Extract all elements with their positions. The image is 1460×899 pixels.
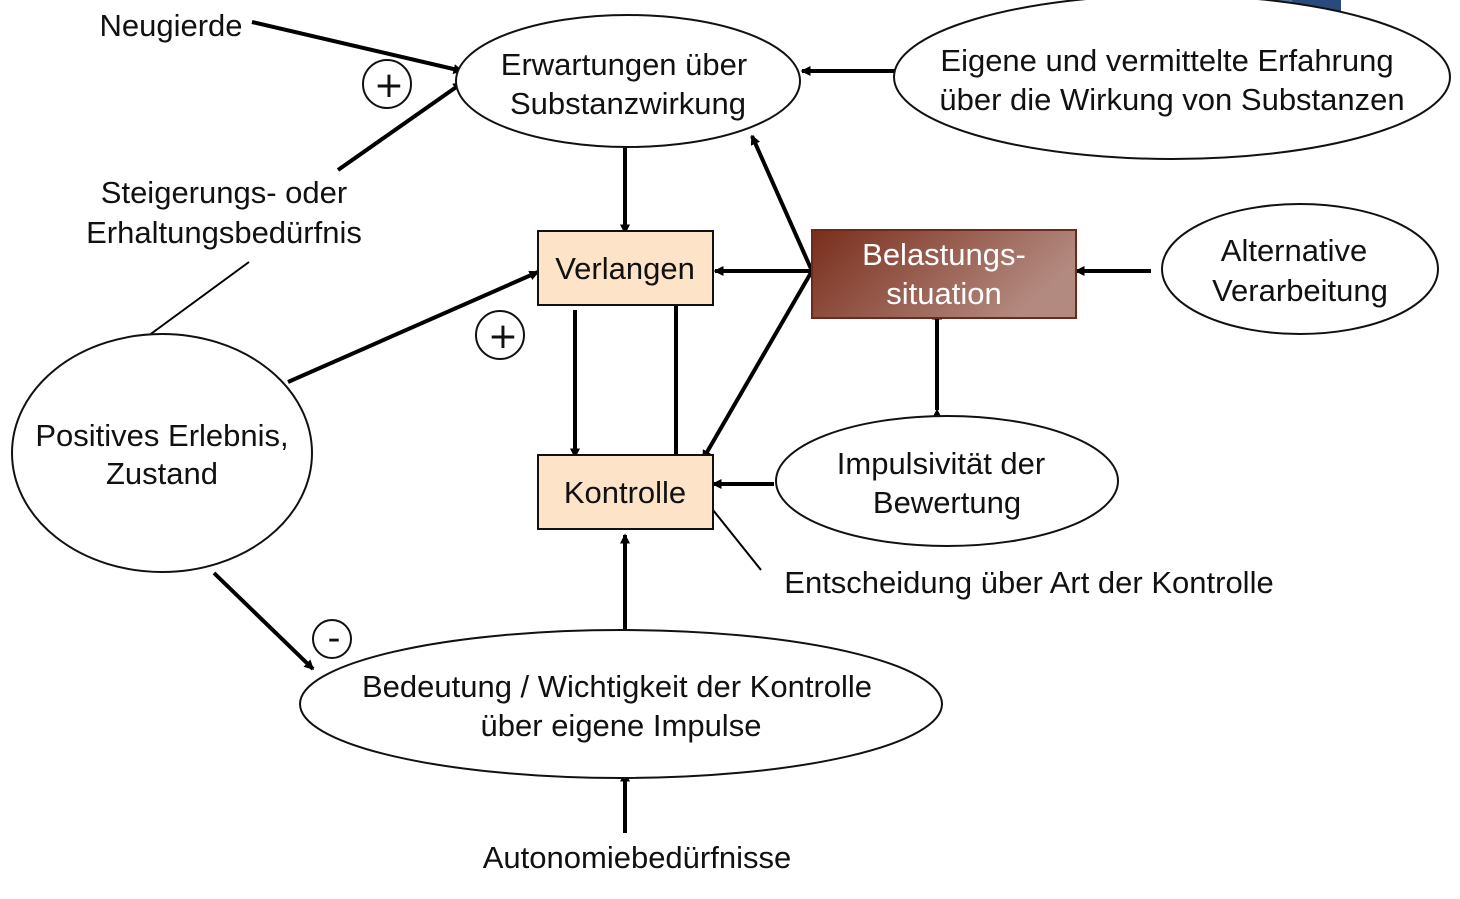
node-positives: Positives Erlebnis, Zustand <box>11 333 313 573</box>
kontrolle-box <box>537 454 714 530</box>
alternative-ellipse <box>1161 203 1439 335</box>
connector-kontrolle-entscheidung <box>712 509 762 571</box>
verlangen-label: Verlangen <box>555 251 695 286</box>
sign-plus-mid: + <box>475 310 525 360</box>
label-steigerung-line2: Erhaltungsbedürfnis <box>86 215 362 250</box>
label-neugierde: Neugierde <box>99 8 242 43</box>
erwartungen-line1: Erwartungen über <box>501 47 747 82</box>
positives-line2: Zustand <box>106 456 218 491</box>
minus-symbol: - <box>328 618 341 659</box>
impulsivitaet-ellipse <box>775 415 1119 547</box>
node-kontrolle: Kontrolle <box>537 454 714 530</box>
node-alternative: Alternative Verarbeitung <box>1161 203 1439 335</box>
belastung-box <box>811 229 1077 319</box>
node-verlangen: Verlangen <box>537 230 714 306</box>
erfahrung-line1: Eigene und vermittelte Erfahrung <box>940 43 1393 78</box>
bedeutung-line2: über eigene Impulse <box>481 708 762 743</box>
edge-positives-to-bedeutung <box>212 571 315 671</box>
node-erfahrung: Eigene und vermittelte Erfahrung über di… <box>893 0 1451 160</box>
impulsivitaet-line2: Bewertung <box>873 485 1021 520</box>
edge-belastung-to-erwartungen <box>750 134 814 272</box>
erwartungen-line2: Substanzwirkung <box>510 86 746 121</box>
label-entscheidung: Entscheidung über Art der Kontrolle <box>784 565 1273 600</box>
positives-line1: Positives Erlebnis, <box>35 418 288 453</box>
edge-steigerung-to-erwartungen <box>336 81 464 172</box>
label-autonomie: Autonomiebedürfnisse <box>483 840 791 875</box>
erfahrung-line2: über die Wirkung von Substanzen <box>939 82 1404 117</box>
bedeutung-line1: Bedeutung / Wichtigkeit der Kontrolle <box>362 669 872 704</box>
sign-minus: - <box>312 618 352 659</box>
positives-ellipse <box>11 333 313 573</box>
minus-circle <box>312 619 352 659</box>
alternative-line1: Alternative <box>1221 233 1367 268</box>
alternative-line2: Verarbeitung <box>1212 273 1388 308</box>
erfahrung-ellipse <box>893 0 1451 160</box>
label-steigerung-line1: Steigerungs- oder <box>101 175 347 210</box>
verlangen-box <box>537 230 714 306</box>
plus-top-circle <box>362 59 412 109</box>
sign-plus-top: + <box>362 59 412 109</box>
node-erwartungen: Erwartungen über Substanzwirkung <box>455 14 801 148</box>
bedeutung-ellipse <box>299 629 943 779</box>
plus-mid-symbol: + <box>488 316 518 357</box>
belastung-line2: situation <box>886 276 1001 311</box>
plus-mid-circle <box>475 310 525 360</box>
node-impulsivitaet: Impulsivität der Bewertung <box>775 415 1119 547</box>
erwartungen-ellipse <box>455 14 801 148</box>
plus-top-symbol: + <box>374 65 404 106</box>
node-bedeutung: Bedeutung / Wichtigkeit der Kontrolle üb… <box>299 629 943 779</box>
node-belastung: Belastungs- situation <box>811 229 1077 319</box>
belastung-line1: Belastungs- <box>862 237 1026 272</box>
edge-neugierde-to-erwartungen <box>251 20 464 74</box>
edge-positives-to-verlangen <box>287 270 540 384</box>
impulsivitaet-line1: Impulsivität der <box>837 446 1045 481</box>
edge-belastung-to-kontrolle <box>701 269 814 461</box>
kontrolle-label: Kontrolle <box>564 475 686 510</box>
connector-steigerung-positives <box>147 261 250 337</box>
